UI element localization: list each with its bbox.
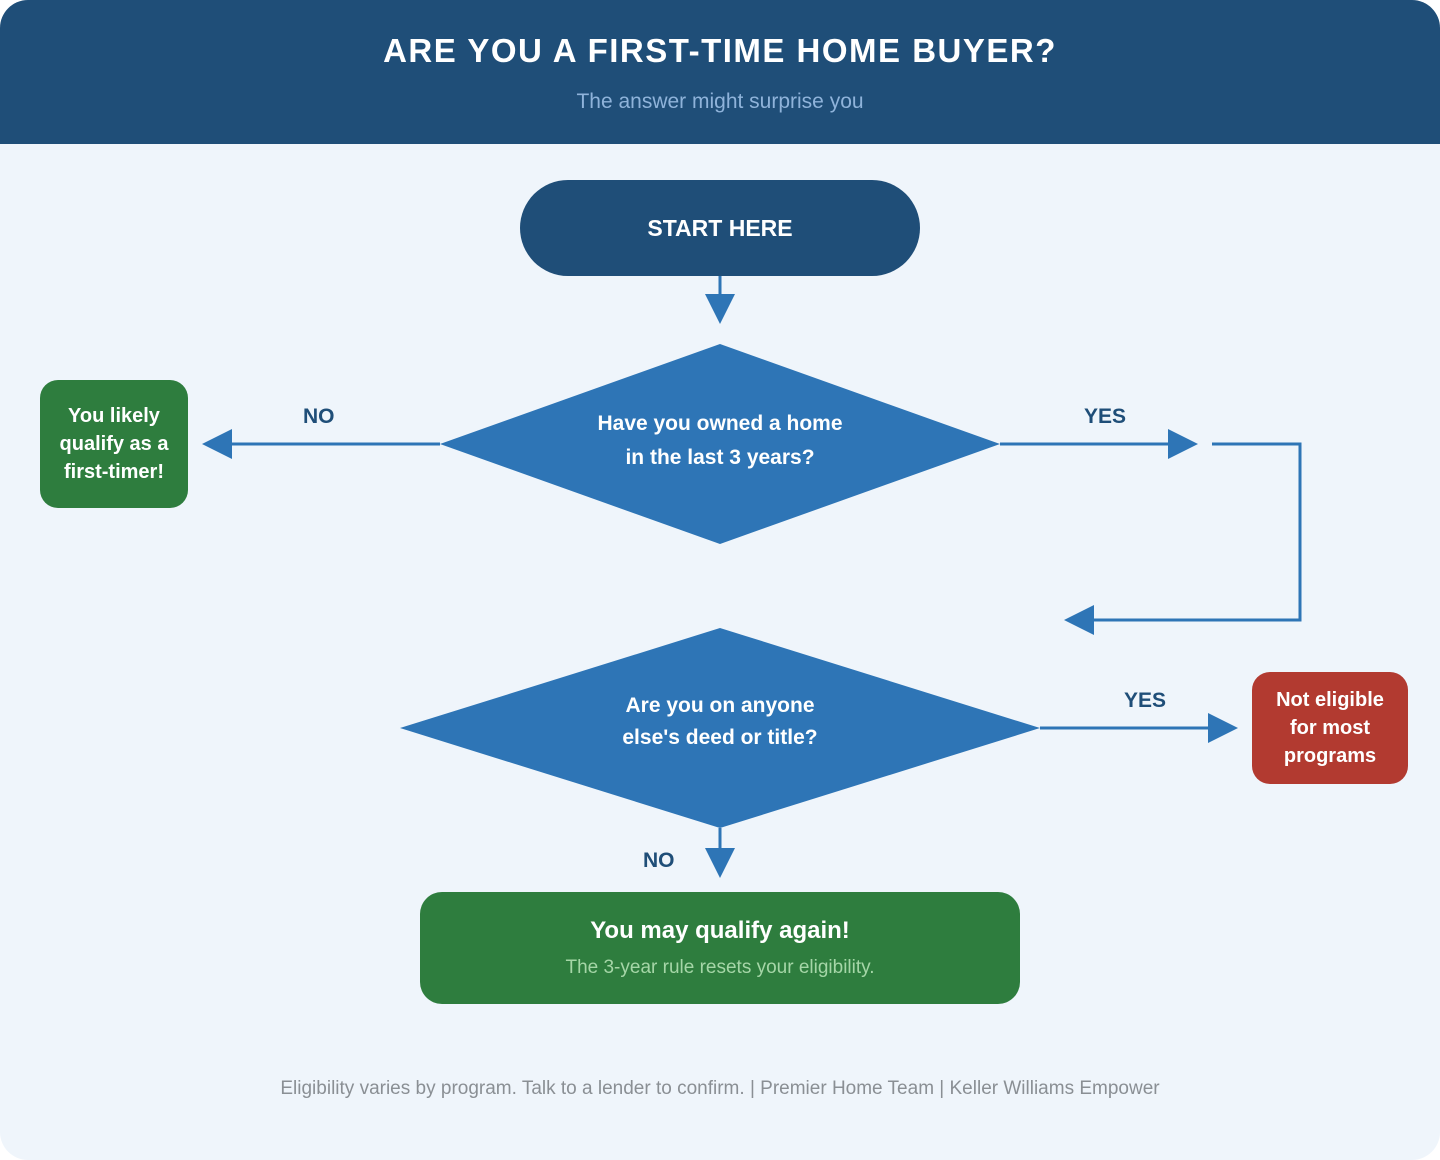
outcome-not-eligible: Not eligible for most programs [1252, 672, 1408, 784]
outcome-not-eligible-line-3: programs [1283, 745, 1377, 767]
question-1-line-2: in the last 3 years? [625, 446, 815, 469]
question-2-line-1: Are you on anyone [625, 694, 815, 717]
outcome-first-timer-line-1: You likely [68, 405, 160, 427]
outcome-not-eligible-line-2: for most [1290, 717, 1370, 739]
outcome-not-eligible-line-1: Not eligible [1276, 689, 1384, 711]
decision-diamond-1 [440, 344, 1000, 544]
edge-label-q2-yes: YES [1124, 689, 1167, 712]
connector-q1-yes-route [1064, 442, 1302, 635]
page-title: ARE YOU A FIRST-TIME HOME BUYER? [383, 32, 1057, 69]
outcome-qualify-again-title: You may qualify again! [590, 917, 850, 944]
footer-disclaimer: Eligibility varies by program. Talk to a… [280, 1078, 1160, 1099]
outcome-qualify-again-detail: The 3-year rule resets your eligibility. [565, 957, 875, 978]
header-banner [0, 0, 1440, 144]
outcome-first-timer: You likely qualify as a first-timer! [40, 380, 188, 508]
edge-label-q1-yes: YES [1084, 405, 1127, 428]
question-2-line-2: else's deed or title? [622, 726, 818, 749]
start-node: START HERE [520, 180, 920, 276]
question-1-text: Have you owned a home in the last 3 year… [560, 407, 880, 475]
edge-label-q2-no: NO [643, 849, 675, 872]
outcome-first-timer-line-3: first-timer! [63, 461, 164, 483]
page-subtitle: The answer might surprise you [576, 90, 864, 113]
question-2-text: Are you on anyone else's deed or title? [560, 690, 880, 754]
question-1-line-1: Have you owned a home [597, 412, 843, 435]
outcome-first-timer-line-2: qualify as a [59, 433, 169, 455]
decision-diamond-2 [400, 628, 1040, 828]
edge-label-q1-no: NO [303, 405, 335, 428]
outcome-qualify-again: You may qualify again! The 3-year rule r… [420, 892, 1020, 1004]
